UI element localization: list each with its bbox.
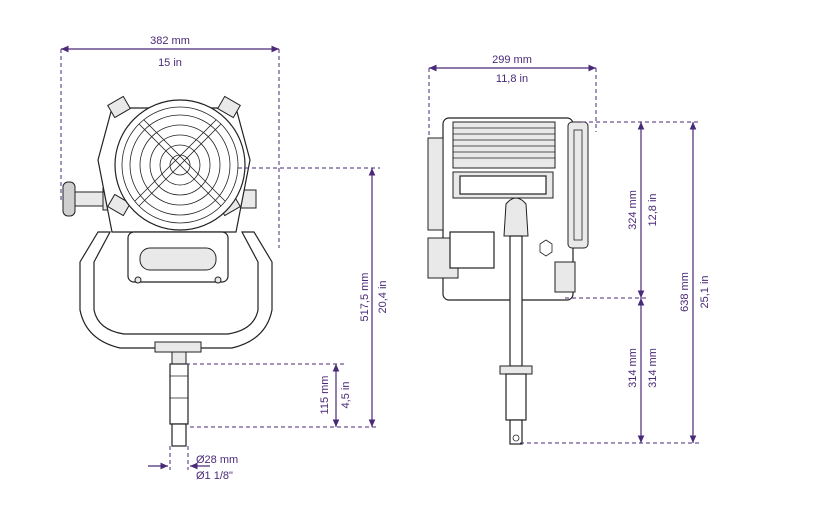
spigot-length-in: 4,5 in xyxy=(340,382,352,409)
front-dimensions: 382 mm 15 in 517,5 mm 20,4 in 115 mm 4,5… xyxy=(60,35,389,482)
side-view-fixture xyxy=(427,117,589,445)
spigot-diameter-mm: Ø28 mm xyxy=(196,454,238,466)
side-pole-mm-1: 314 mm xyxy=(627,348,639,388)
front-width-mm: 382 mm xyxy=(150,35,190,47)
side-depth-in: 11,8 in xyxy=(496,73,528,85)
side-pole-mm-2: 314 mm xyxy=(647,348,659,388)
side-dimensions: 299 mm 11,8 in 324 mm 12,8 in 314 mm 314… xyxy=(428,54,711,444)
side-total-in: 25,1 in xyxy=(699,275,711,308)
side-depth-mm: 299 mm xyxy=(492,54,532,66)
spigot-diameter-in: Ø1 1/8" xyxy=(196,470,233,482)
front-view-fixture xyxy=(62,95,273,447)
side-head-mm: 324 mm xyxy=(627,190,639,230)
front-width-in: 15 in xyxy=(158,57,182,69)
front-height-mm: 517,5 mm xyxy=(359,273,371,322)
side-head-in: 12,8 in xyxy=(647,193,659,226)
front-height-in: 20,4 in xyxy=(377,280,389,313)
side-total-mm: 638 mm xyxy=(679,272,691,312)
spigot-length-mm: 115 mm xyxy=(319,376,331,415)
